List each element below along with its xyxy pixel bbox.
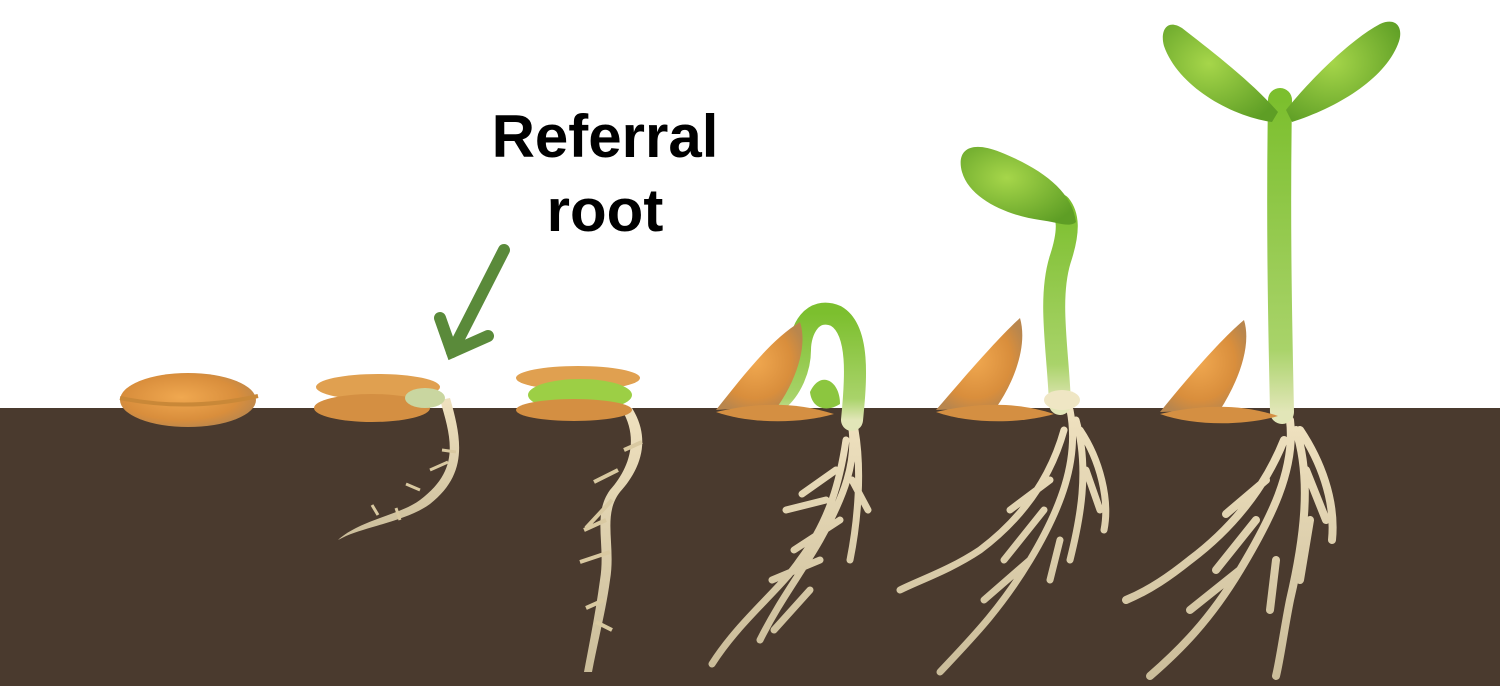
stage-hypocotyl-hook	[708, 302, 872, 668]
radicle	[338, 398, 460, 540]
root-system	[896, 406, 1110, 676]
referral-root-label: Referral root	[455, 100, 755, 248]
seed-coat	[120, 373, 256, 427]
label-line-1: Referral	[491, 103, 719, 170]
stage-root-growth	[516, 366, 643, 672]
cotyledon	[810, 379, 840, 409]
taproot	[584, 408, 643, 672]
soil	[0, 408, 1500, 686]
seed-coat-bottom	[314, 394, 430, 422]
cotyledon-pair	[960, 146, 1076, 225]
seed-coat-lower	[936, 404, 1054, 422]
annotation-arrow	[434, 244, 510, 361]
seed-coat-upper	[1160, 320, 1247, 412]
embryo	[405, 388, 445, 408]
label-line-2: root	[546, 177, 664, 244]
stage-seed	[119, 373, 259, 427]
seed-coat-lower	[716, 404, 834, 422]
lateral-roots	[579, 440, 643, 632]
stage-radicle	[314, 374, 460, 540]
seed-coat-bottom	[516, 399, 632, 421]
seed-coat-upper	[716, 322, 803, 410]
stem	[1267, 88, 1294, 424]
hook-stem	[767, 302, 867, 431]
root-system	[1122, 416, 1337, 680]
stage-seedling	[1122, 21, 1401, 680]
stem	[1043, 194, 1078, 415]
seed-rim	[119, 394, 259, 407]
leaf-right	[1286, 21, 1401, 122]
stem-base	[1044, 390, 1080, 410]
seed-coat-upper	[936, 318, 1023, 410]
root-system	[708, 414, 872, 668]
root-hairs	[370, 448, 457, 521]
stage-emerging	[896, 146, 1110, 676]
leaf-left	[1162, 24, 1278, 122]
seed-coat-lower	[1160, 406, 1278, 424]
